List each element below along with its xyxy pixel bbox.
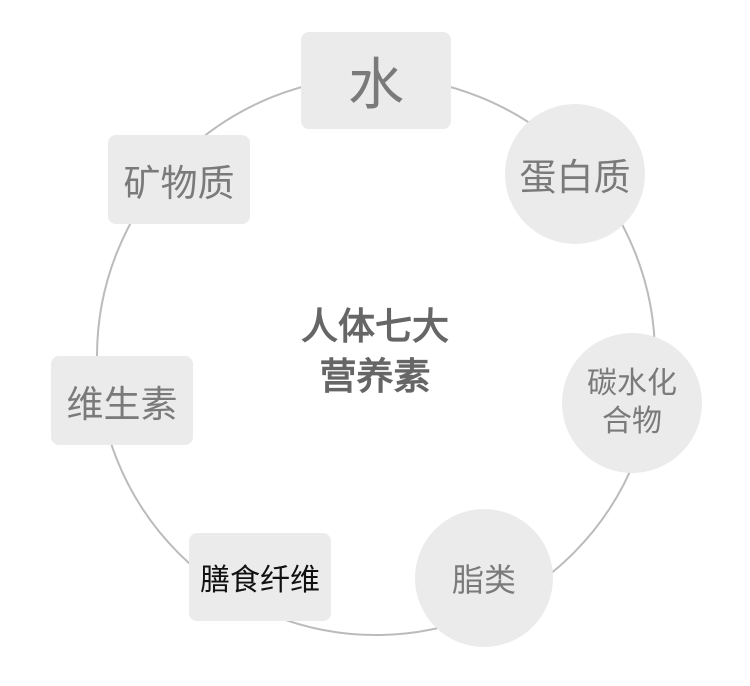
node-mineral-label: 矿物质 (123, 161, 235, 205)
node-fat-label: 脂类 (451, 561, 516, 599)
node-dietary-fiber-label: 膳食纤维 (200, 563, 320, 598)
node-carbohydrate-label-line2: 合物 (602, 404, 662, 439)
center-title: 人体七大 营养素 (255, 302, 495, 402)
node-dietary-fiber: 膳食纤维 (189, 533, 331, 621)
node-carbohydrate-label-line1: 碳水化 (587, 366, 677, 401)
node-fat: 脂类 (415, 509, 553, 647)
node-protein: 蛋白质 (505, 104, 645, 244)
node-mineral: 矿物质 (108, 135, 250, 224)
center-title-line2: 营养素 (319, 355, 431, 398)
node-carbohydrate: 碳水化 合物 (562, 333, 702, 473)
center-title-line1: 人体七大 (301, 305, 449, 348)
node-water-label: 水 (348, 53, 404, 118)
node-vitamin-label: 维生素 (66, 382, 178, 426)
node-vitamin: 维生素 (51, 356, 193, 445)
node-water: 水 (301, 32, 451, 129)
node-protein-label: 蛋白质 (519, 156, 631, 199)
